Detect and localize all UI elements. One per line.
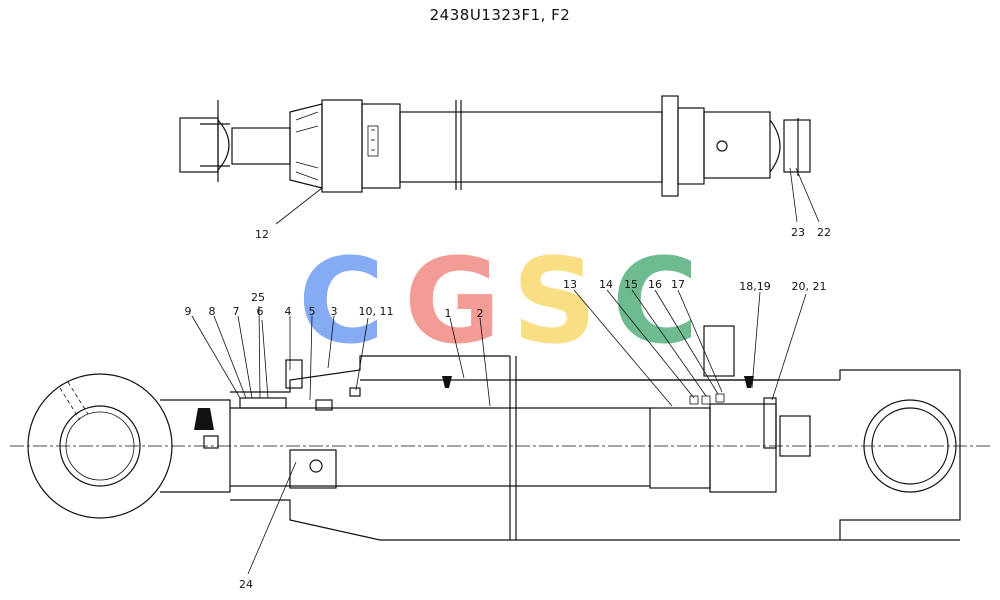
callout-8: 8 xyxy=(209,305,216,318)
watermark-letter-c2: C xyxy=(612,232,699,370)
callout-14: 14 xyxy=(599,278,613,291)
callout-9: 9 xyxy=(185,305,192,318)
callout-2: 2 xyxy=(477,307,484,320)
leader-lines xyxy=(191,167,820,575)
top-view-cylinder xyxy=(179,95,811,197)
drawing-title: 2438U1323F1, F2 xyxy=(429,6,571,24)
callout-12: 12 xyxy=(255,228,269,241)
callout-10-11: 10, 11 xyxy=(359,305,394,318)
callout-labels: 12 23 22 9 8 7 25 6 4 5 3 10, 11 1 2 13 … xyxy=(185,226,832,591)
callout-3: 3 xyxy=(331,305,338,318)
callout-13: 13 xyxy=(563,278,577,291)
callout-20-21: 20, 21 xyxy=(792,280,827,293)
callout-16: 16 xyxy=(648,278,662,291)
callout-22: 22 xyxy=(817,226,831,239)
watermark-letter-c1: C xyxy=(298,232,385,370)
callout-4: 4 xyxy=(285,305,292,318)
callout-25: 25 xyxy=(251,291,265,304)
callout-7: 7 xyxy=(233,305,240,318)
callout-18-19: 18,19 xyxy=(739,280,771,293)
callout-23: 23 xyxy=(791,226,805,239)
callout-5: 5 xyxy=(309,305,316,318)
callout-1: 1 xyxy=(445,307,452,320)
callout-15: 15 xyxy=(624,278,638,291)
cgsc-watermark: C G S C xyxy=(298,232,699,370)
callout-6: 6 xyxy=(257,305,264,318)
callout-24: 24 xyxy=(239,578,253,591)
watermark-letter-s: S xyxy=(512,232,597,370)
watermark-letter-g: G xyxy=(404,232,501,370)
section-view-cylinder xyxy=(10,325,990,541)
callout-17: 17 xyxy=(671,278,685,291)
